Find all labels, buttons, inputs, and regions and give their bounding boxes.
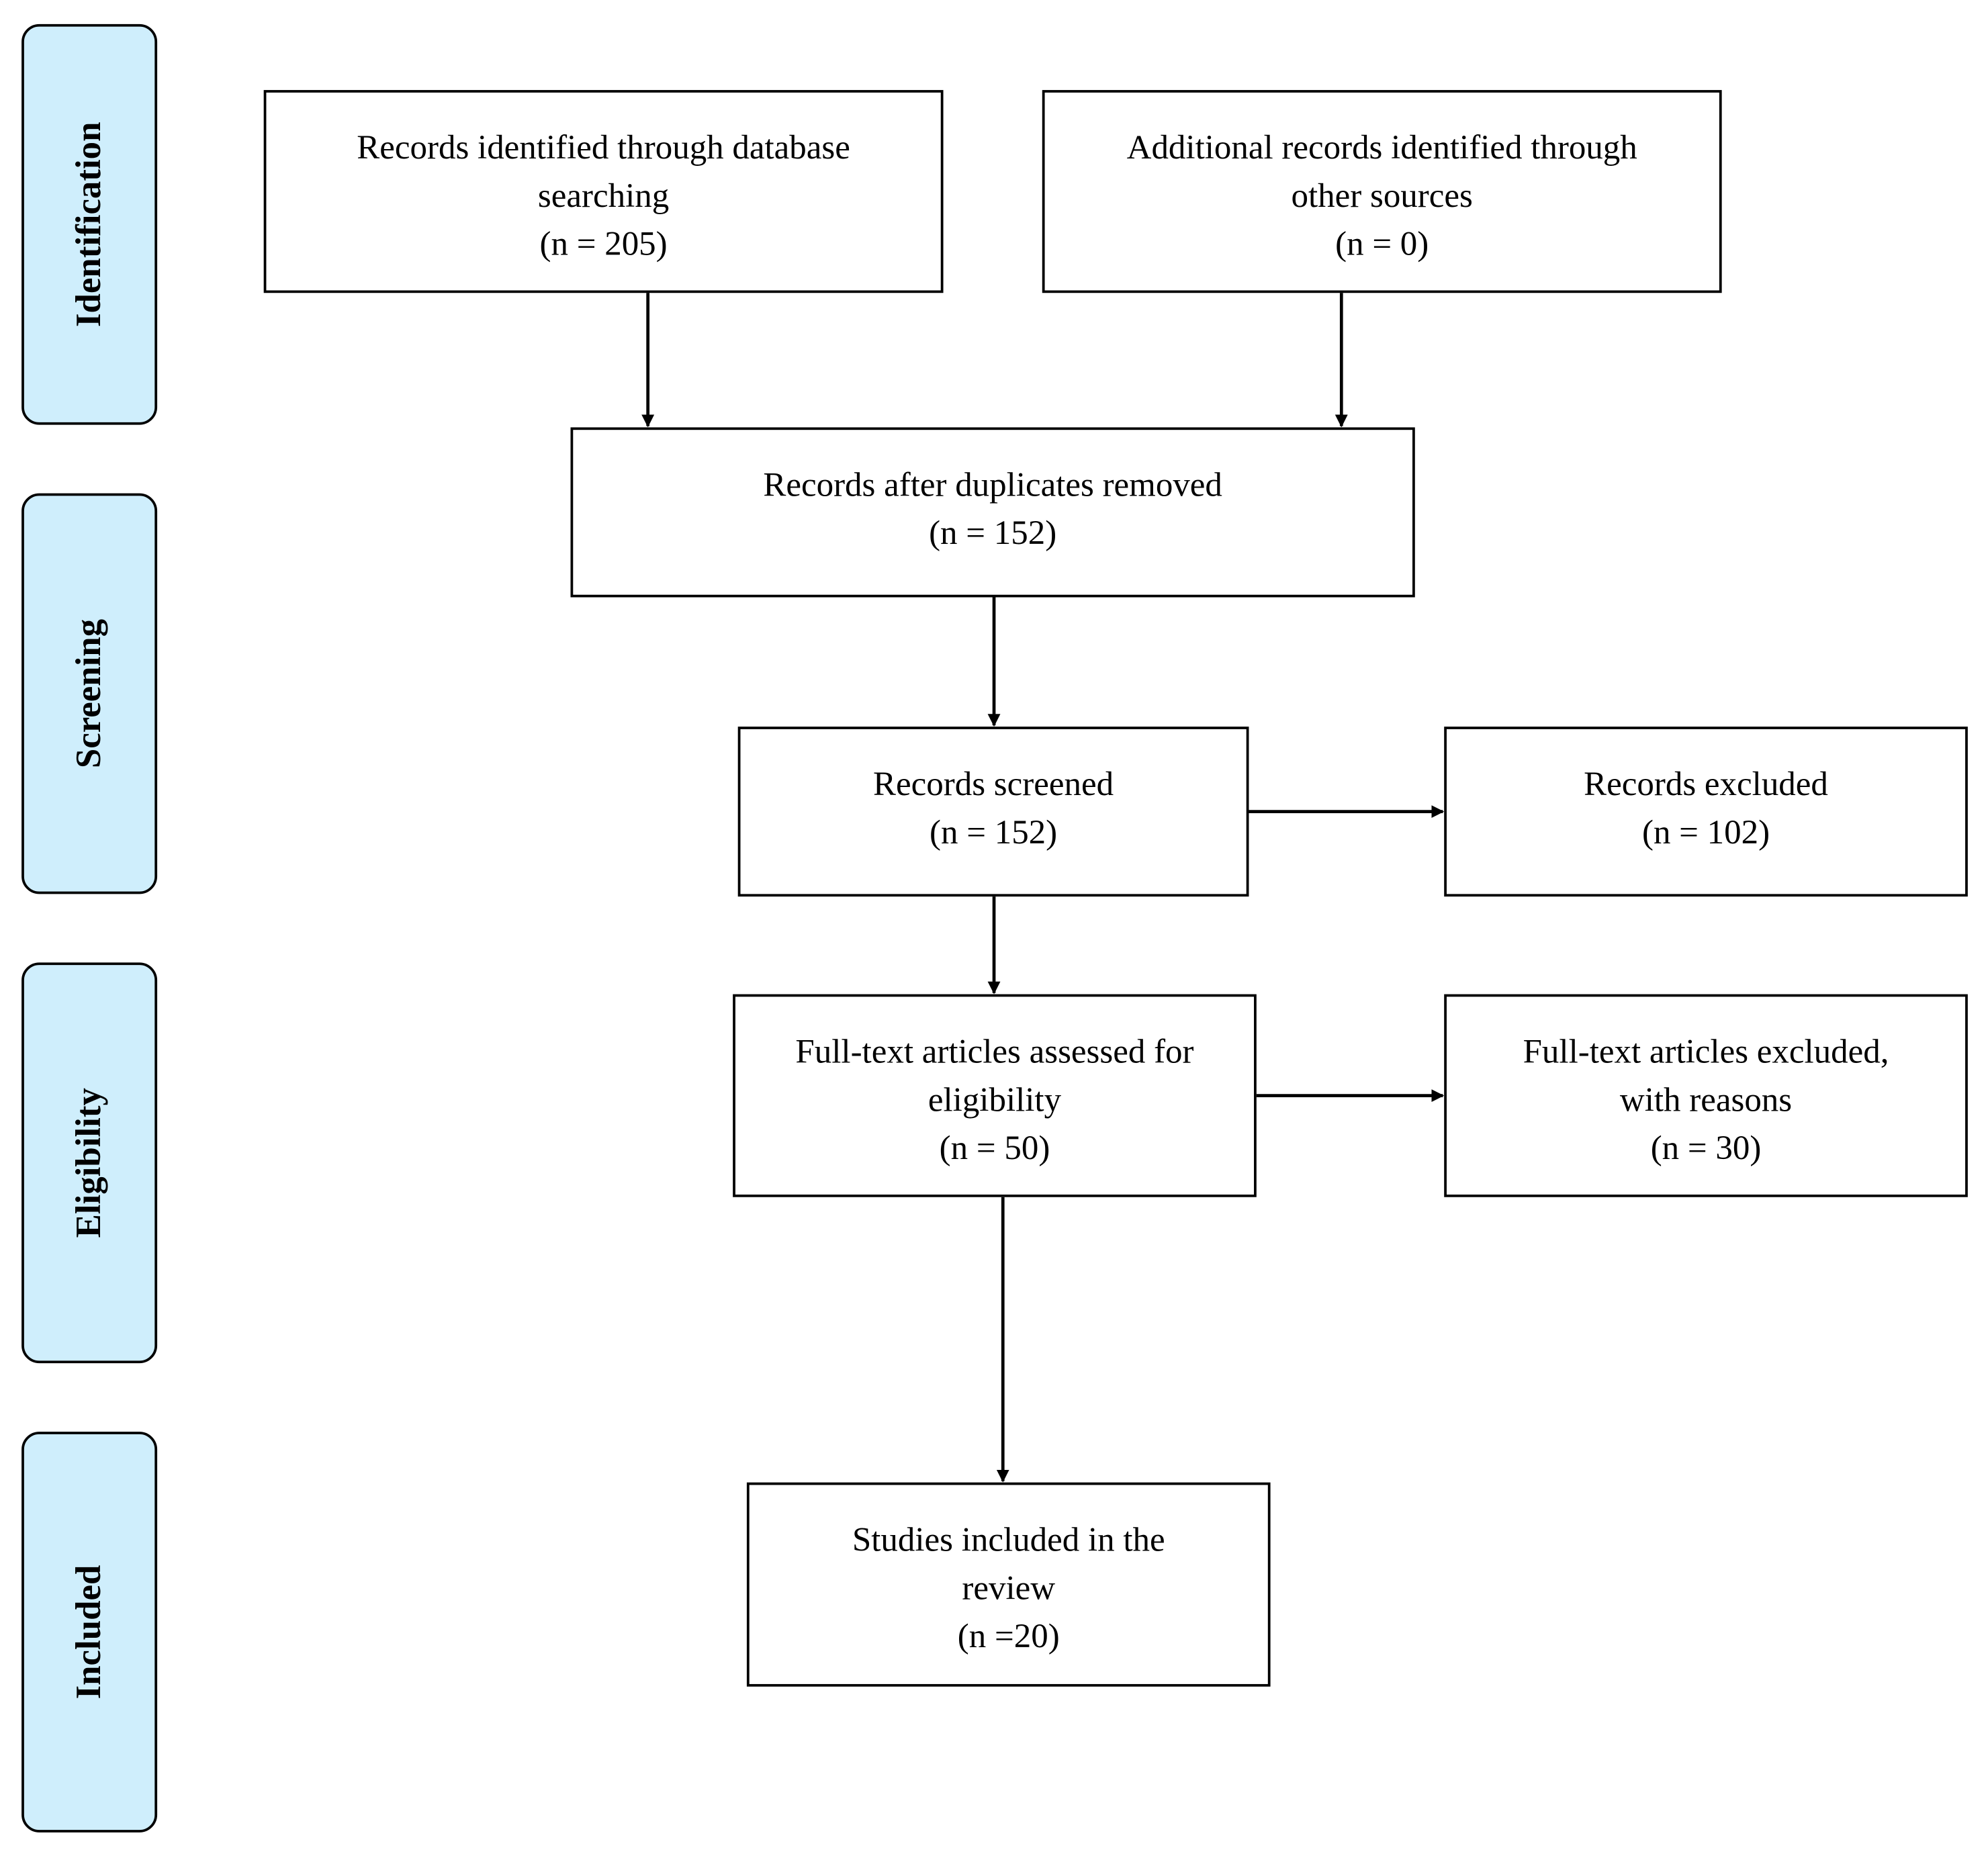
box-fulltext-excluded: Full-text articles excluded, with reason… — [1444, 994, 1968, 1197]
box-fulltext-assessed-line1: Full-text articles assessed for — [795, 1032, 1194, 1070]
phase-eligibility: Eligibility — [21, 962, 158, 1364]
box-fulltext-assessed: Full-text articles assessed for eligibil… — [733, 994, 1257, 1197]
box-other-sources-count: (n = 0) — [1335, 224, 1429, 263]
box-fulltext-assessed-count: (n = 50) — [939, 1128, 1050, 1167]
box-database-searching: Records identified through database sear… — [263, 90, 944, 293]
box-records-excluded-line1: Records excluded — [1584, 764, 1828, 803]
box-duplicates-removed-line1: Records after duplicates removed — [763, 465, 1222, 504]
box-studies-included-count: (n =20) — [957, 1616, 1060, 1655]
box-other-sources-line2: other sources — [1291, 176, 1473, 215]
box-studies-included-line1: Studies included in the — [852, 1520, 1165, 1559]
box-duplicates-removed: Records after duplicates removed (n = 15… — [570, 427, 1415, 598]
box-fulltext-excluded-line2: with reasons — [1619, 1080, 1793, 1119]
box-database-searching-line2: searching — [537, 176, 670, 215]
box-duplicates-removed-count: (n = 152) — [929, 513, 1057, 552]
phase-identification: Identification — [21, 24, 158, 425]
box-other-sources: Additional records identified through ot… — [1042, 90, 1722, 293]
box-records-screened-line1: Records screened — [873, 764, 1114, 803]
box-fulltext-assessed-line2: eligibility — [928, 1080, 1062, 1119]
phase-included: Included — [21, 1432, 158, 1833]
box-studies-included-line2: review — [962, 1569, 1056, 1607]
box-database-searching-line1: Records identified through database — [357, 128, 850, 167]
box-records-screened: Records screened (n = 152) — [737, 727, 1249, 897]
box-fulltext-excluded-line1: Full-text articles excluded, — [1523, 1032, 1889, 1070]
box-records-excluded-count: (n = 102) — [1641, 813, 1770, 851]
box-records-excluded: Records excluded (n = 102) — [1444, 727, 1968, 897]
box-fulltext-excluded-count: (n = 30) — [1650, 1128, 1762, 1167]
phase-screening: Screening — [21, 493, 158, 894]
box-other-sources-line1: Additional records identified through — [1126, 128, 1637, 167]
box-records-screened-count: (n = 152) — [930, 813, 1058, 851]
box-studies-included: Studies included in the review (n =20) — [746, 1482, 1271, 1687]
box-database-searching-count: (n = 205) — [539, 224, 668, 263]
